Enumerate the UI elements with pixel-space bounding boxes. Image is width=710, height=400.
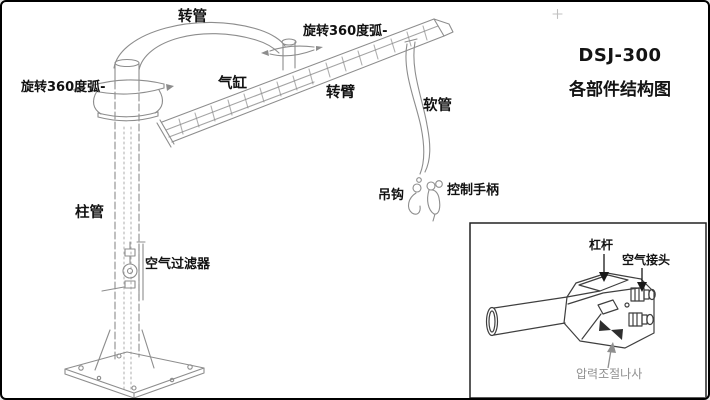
label-hook: 吊钩 <box>378 188 405 203</box>
label-air-filter: 空气过滤器 <box>145 257 211 272</box>
inset-box <box>469 222 707 398</box>
inset-label-pressure-screw: 압력조절나사 <box>576 367 643 381</box>
label-rotating-arm: 转臂 <box>326 85 355 101</box>
hook-drawing <box>407 177 422 215</box>
pressure-screw-drawing <box>599 320 623 340</box>
base-plate-drawing <box>64 329 205 398</box>
cylinder-arm-drawing <box>156 18 454 148</box>
model-title: DSJ-300 <box>578 45 662 66</box>
column-top-joint-drawing <box>72 58 174 122</box>
air-filter-drawing <box>101 241 146 301</box>
label-column-pipe: 柱管 <box>75 205 104 221</box>
inset-label-lever: 杠杆 <box>589 238 614 252</box>
plus-mark <box>552 8 563 20</box>
column-pipe-drawing <box>114 81 140 391</box>
label-rotate-arc-left: 旋转360度弧- <box>21 80 106 95</box>
rotating-pipe-drawing <box>113 21 286 71</box>
air-connector-drawing <box>628 287 656 327</box>
rotation-arrow-icon <box>316 46 323 51</box>
label-control-handle: 控制手柄 <box>447 183 500 198</box>
pressure-screw-arrow-icon <box>607 342 616 369</box>
lever-arrow-icon <box>599 254 609 282</box>
soft-hose-drawing <box>404 38 431 175</box>
caption-title: 各部件结构图 <box>569 80 671 100</box>
rotation-arrow-icon <box>72 86 81 93</box>
control-handle-drawing <box>426 180 443 222</box>
title-block: DSJ-300 各部件结构图 <box>545 45 695 100</box>
rotation-arrow-icon <box>166 84 174 91</box>
label-rotate-arc-right: 旋转360度弧- <box>303 24 388 39</box>
label-air-cylinder: 气缸 <box>218 76 247 92</box>
label-rotating-pipe: 转管 <box>178 9 207 25</box>
air-connector-arrow-icon <box>637 268 647 292</box>
arm-pivot-joint-drawing <box>261 38 323 71</box>
rotation-arrow-icon <box>261 50 269 56</box>
handle-body-drawing <box>563 272 655 349</box>
inset-label-air-connector: 空气接头 <box>622 253 671 267</box>
label-soft-hose: 软管 <box>423 98 452 114</box>
grip-tube-drawing <box>485 296 568 337</box>
inset-handle-drawing <box>485 272 656 349</box>
